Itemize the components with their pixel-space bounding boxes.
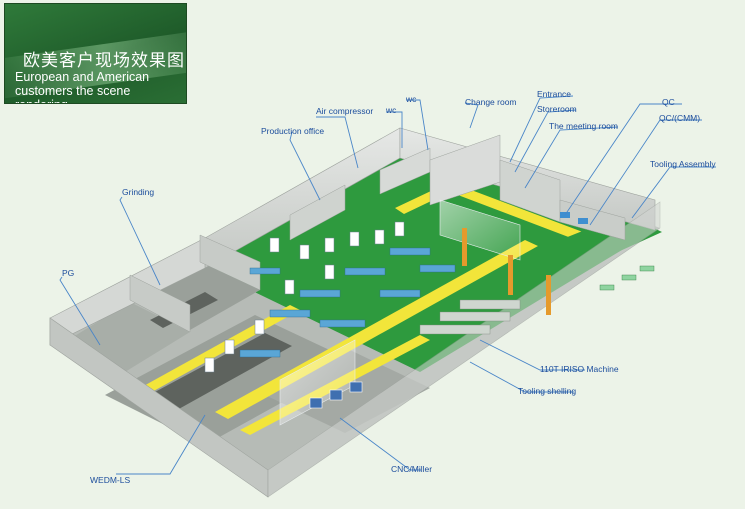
- label-tooling-shelling: Tooling shelling: [518, 386, 577, 396]
- cnc-machines: [309, 381, 363, 409]
- label-storeroom: Storeroom: [537, 104, 577, 114]
- title-english: European and American customers the scen…: [15, 70, 186, 103]
- label-wedm-ls: WEDM-LS: [90, 475, 131, 485]
- label-pg: PG: [62, 268, 75, 278]
- front-wall-right: [267, 201, 661, 498]
- label-wc-2: wc: [406, 94, 417, 104]
- label-qc: QC: [662, 97, 675, 107]
- pg-partition: [129, 274, 191, 333]
- pillar: [508, 255, 513, 295]
- press-machines: [204, 221, 405, 373]
- title-panel: 欧美客户现场效果图 European and American customer…: [4, 3, 187, 104]
- workstation-clusters: [239, 247, 456, 358]
- label-tooling-assembly: Tooling Assembly: [650, 159, 716, 169]
- label-air-compressor: Air compressor: [316, 106, 374, 116]
- grinding-partition: [199, 234, 261, 291]
- aisle-stripe-back: [395, 182, 620, 252]
- label-qc-cmm: QC/(CMM): [659, 113, 701, 123]
- title-english-line1: European and American: [15, 70, 150, 84]
- label-wc-1: wc: [386, 105, 397, 115]
- label-grinding: Grinding: [122, 187, 155, 197]
- shelving-racks: [419, 299, 521, 335]
- tooling-benches: [599, 265, 655, 291]
- label-cnc-miller: CNC/Miller: [391, 464, 433, 474]
- cnc-zone-floor: [265, 350, 430, 433]
- title-chinese: 欧美客户现场效果图: [23, 51, 185, 71]
- title-english-line2: customers the scene rendering: [15, 84, 131, 103]
- label-production-office: Production office: [261, 126, 325, 136]
- label-entrance: Entrance: [537, 89, 572, 99]
- office-partition: [289, 184, 346, 241]
- callout-leaders: [59, 95, 716, 475]
- label-110t-machine: 110T IRISO Machine: [540, 364, 619, 374]
- pillar: [546, 275, 551, 315]
- label-change-room: Change room: [465, 97, 517, 107]
- label-meeting-room: The meeting room: [549, 121, 618, 131]
- pillar: [462, 228, 467, 266]
- glass-partition-entrance: [439, 199, 521, 261]
